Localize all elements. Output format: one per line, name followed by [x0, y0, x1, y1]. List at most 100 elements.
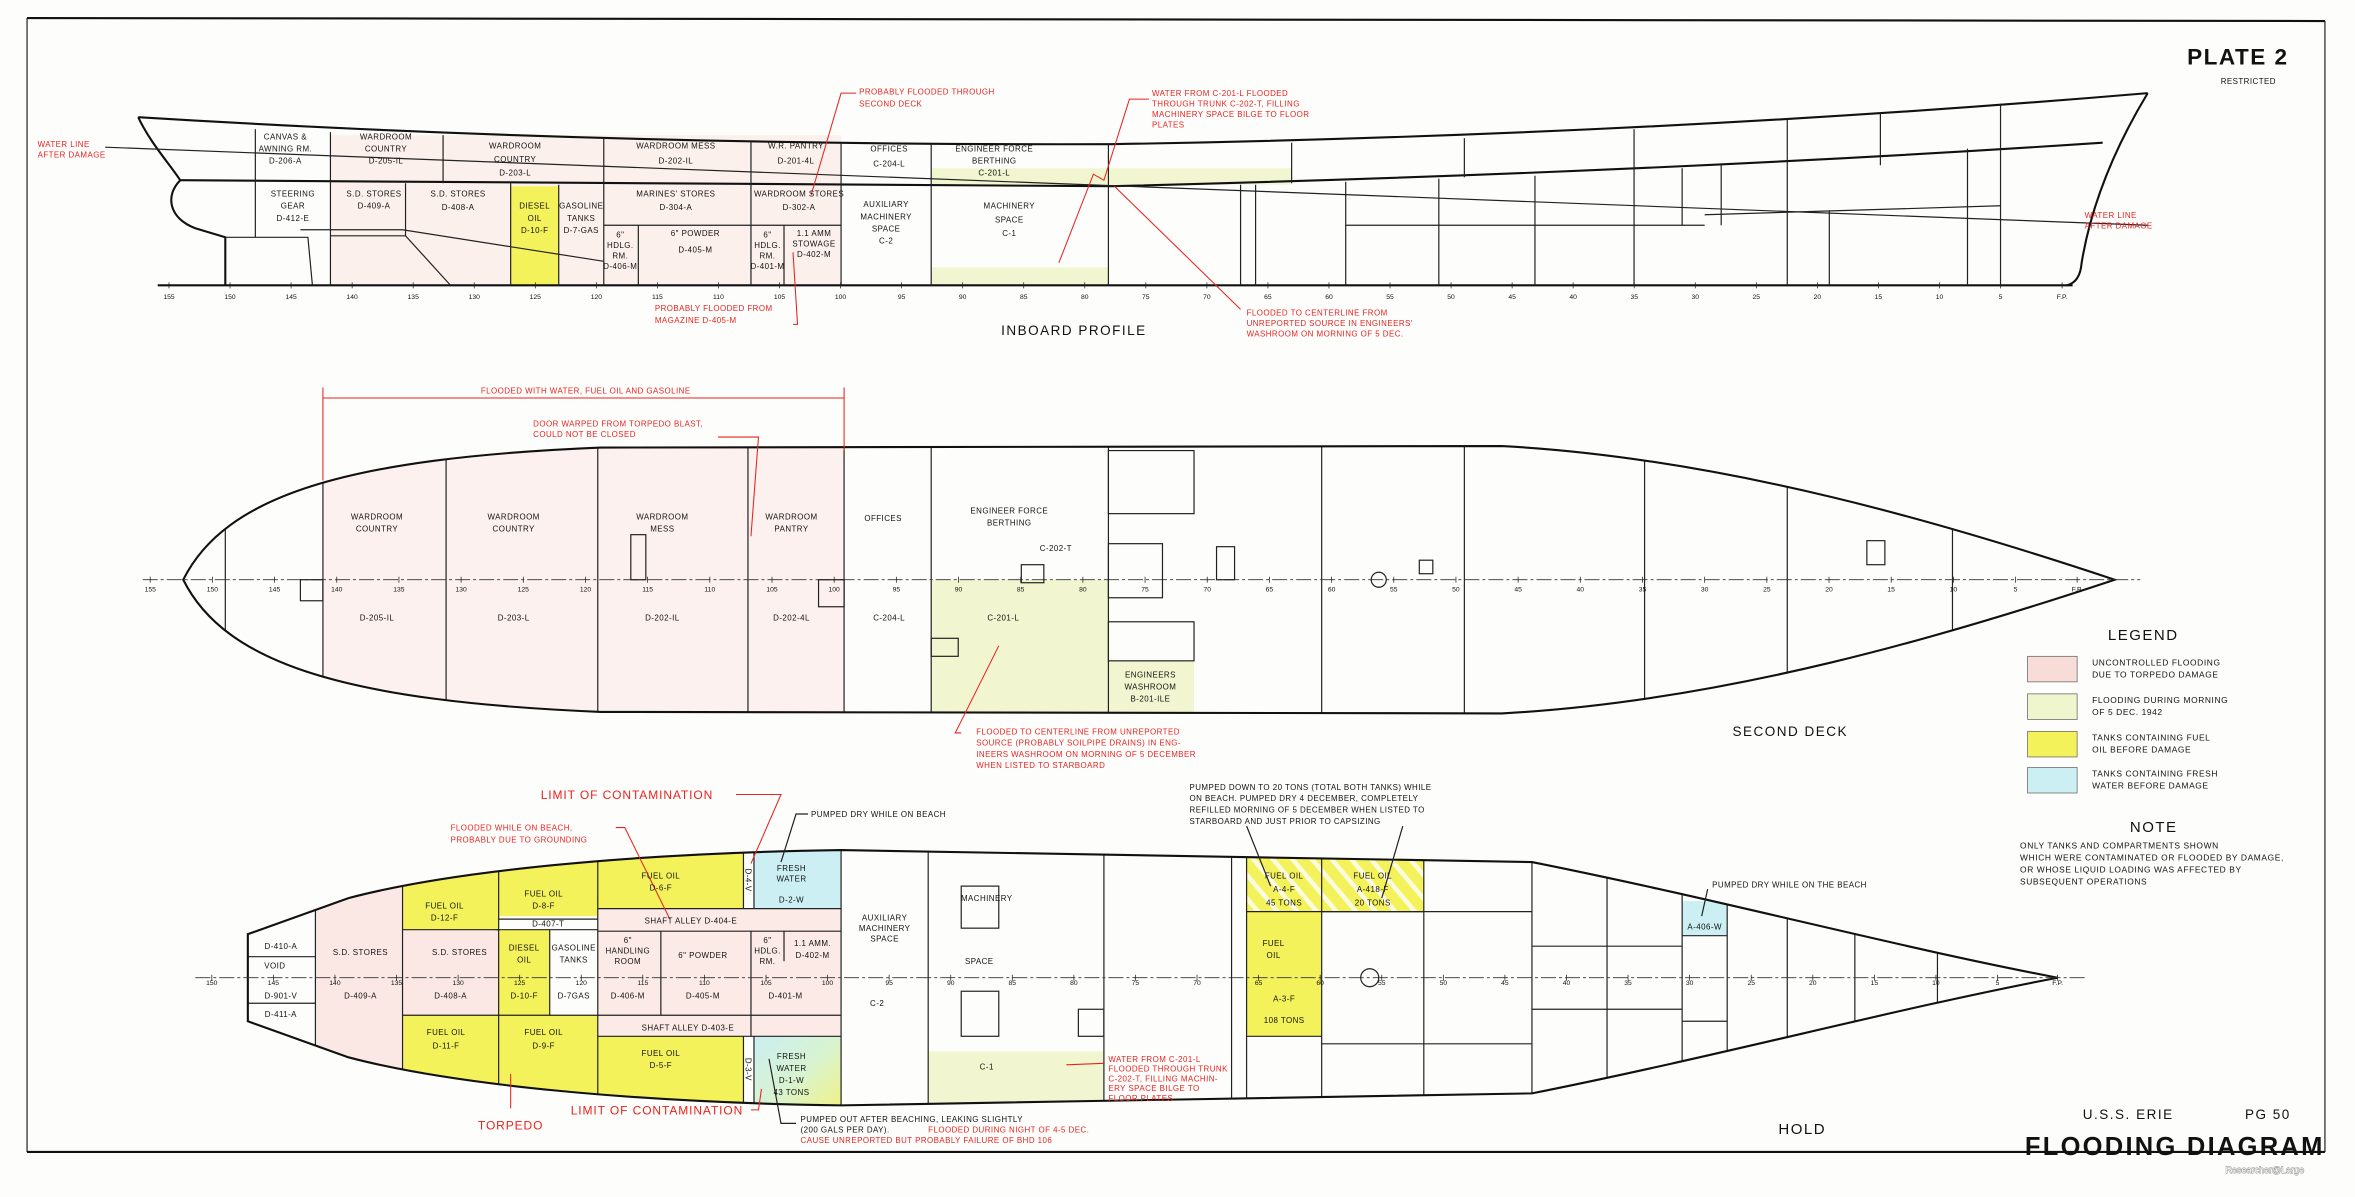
profile-frame-label: 80 — [1081, 294, 1089, 301]
deck-frame-label: F.P. — [2072, 587, 2083, 594]
rooms-aux-label: C-2 — [879, 236, 893, 245]
profile-frame-label: 75 — [1142, 294, 1150, 301]
rooms-a4f-label: A-4-F — [1273, 885, 1295, 894]
notes-centerline-label: FLOODED TO CENTERLINE FROM UNREPORTED — [976, 727, 1180, 736]
hold-machinery-foundations — [960, 885, 1380, 1037]
second-deck-title-label: SECOND DECK — [1732, 724, 1848, 739]
rooms-steering-label: STEERING — [271, 190, 315, 199]
rooms-shaft-403-label: SHAFT ALLEY D-403-E — [642, 1023, 735, 1032]
rooms-wr-mess-id-label: D-202-IL — [645, 613, 680, 622]
rooms-eng-berthing-label: C-201-L — [978, 169, 1010, 178]
rooms-offices-label: C-204-L — [873, 160, 905, 169]
deck-washroom-fill — [1108, 660, 1195, 714]
rooms-sd-stores-2-id-label: D-408-A — [434, 992, 467, 1001]
hold-sd-stores-fill — [315, 850, 403, 1106]
hold-fuel-d5f — [597, 1036, 744, 1106]
notes-night-flood-label: FLOODED DURING NIGHT OF 4-5 DEC. — [928, 1125, 1089, 1134]
deck-frame-label: 120 — [580, 587, 592, 594]
profile-waterline-right-label: AFTER DAMAGE — [2085, 221, 2153, 230]
deck-frame-label: 10 — [1950, 587, 1958, 594]
rooms-gasoline-label: TANKS — [567, 214, 595, 223]
hold-frame-label: 125 — [514, 980, 526, 987]
profile-leaders — [792, 92, 1241, 325]
profile-second-deck-line — [180, 141, 2103, 188]
hold-frame-label: 130 — [452, 980, 464, 987]
notes-limit-bottom-label: LIMIT OF CONTAMINATION — [571, 1103, 744, 1117]
notes-pumped-down-label: PUMPED DOWN TO 20 TONS (TOTAL BOTH TANKS… — [1190, 783, 1432, 792]
rooms-fw-2-label: D-2-W — [779, 896, 804, 905]
rooms-trunk-label: C-202-T — [1040, 544, 1072, 553]
notes-trunk-label: ERY SPACE BILGE TO — [1108, 1084, 1199, 1093]
rooms-a3f-label: OIL — [1267, 951, 1281, 960]
header-plate-label: PLATE 2 — [2187, 45, 2288, 70]
notes-torpedo-label: TORPEDO — [478, 1118, 543, 1132]
title-block-hull-label: PG 50 — [2245, 1107, 2291, 1122]
deck-frame-label: 130 — [455, 587, 467, 594]
profile-waterline-right-label: WATER LINE — [2085, 211, 2137, 220]
deck-frame-label: 60 — [1328, 587, 1336, 594]
hold-frame-label: 65 — [1255, 980, 1263, 987]
note-lines-label: OR WHOSE LIQUID LOADING WAS AFFECTED BY — [2020, 865, 2242, 875]
rooms-sd-stores-1-id-label: D-409-A — [344, 992, 377, 1001]
profile-frame-label: 50 — [1447, 294, 1455, 301]
notes-centerline-label: UNREPORTED SOURCE IN ENGINEERS' — [1247, 319, 1413, 328]
hold-magazine-zone-fill — [597, 908, 842, 1037]
hold-sd-stores-2-fill — [402, 929, 499, 1016]
rooms-wr-country-2-label: D-203-L — [499, 169, 531, 178]
rooms-fw-1-label: 43 TONS — [774, 1088, 810, 1097]
rooms-amm-label: D-402-M — [796, 951, 830, 960]
deck-frame-label: 115 — [642, 587, 653, 594]
rooms-wr-pantry-label: D-201-4L — [778, 157, 815, 166]
hold-frame-label: 85 — [1009, 980, 1017, 987]
profile-frame-label: 95 — [898, 294, 906, 301]
rooms-aux-label: MACHINERY — [859, 924, 911, 933]
rooms-fo-11-label: D-11-F — [433, 1041, 460, 1050]
rooms-offices-label: OFFICES — [870, 145, 908, 154]
profile-waterline-left-label: AFTER DAMAGE — [38, 151, 106, 160]
rooms-hdlg-1-label: HANDLING — [605, 947, 650, 956]
deck-frame-label: 105 — [766, 587, 778, 594]
rooms-powder-id-label: D-405-M — [686, 992, 720, 1001]
rooms-machinery-label: MACHINERY — [961, 894, 1013, 903]
hold-frame-label: 150 — [206, 980, 218, 987]
rooms-machinery-label: SPACE — [995, 215, 1024, 224]
legend-swatch-torpedo-flooding — [2027, 655, 2078, 683]
rooms-gasoline-label: GASOLINE — [559, 202, 603, 211]
deck-frame-label: 100 — [829, 587, 841, 594]
note-title-label: NOTE — [2130, 819, 2178, 836]
notes-pumped-down-label: REFILLED MORNING OF 5 DECEMBER WHEN LIST… — [1190, 806, 1425, 815]
deck-c201l-fill — [931, 579, 1109, 714]
rooms-wr-country-2-label: COUNTRY — [493, 525, 536, 534]
rooms-fo-11-label: FUEL OIL — [427, 1028, 466, 1037]
notes-door-label: DOOR WARPED FROM TORPEDO BLAST, — [533, 420, 703, 429]
notes-trunk-label: MACHINERY SPACE BILGE TO FLOOR — [1152, 110, 1309, 119]
profile-frame-label: 105 — [774, 294, 786, 301]
profile-frame-label: 135 — [408, 294, 420, 301]
profile-diesel-tank-fill — [510, 186, 559, 286]
hold-frame-label: 90 — [947, 980, 955, 987]
notes-magazine-label: MAGAZINE D-405-M — [655, 316, 737, 325]
profile-waterline-after-damage — [105, 146, 2148, 226]
profile-frame-label: 60 — [1325, 294, 1333, 301]
deck-frame-label: 25 — [1763, 587, 1771, 594]
rooms-amm-label: 1.1 AMM — [797, 229, 831, 238]
items-lines-label: OF 5 DEC. 1942 — [2092, 707, 2163, 717]
notes-centerline-label: SOURCE (PROBABLY SOILPIPE DRAINS) IN ENG… — [976, 739, 1181, 748]
rooms-fo-9-label: FUEL OIL — [524, 1028, 563, 1037]
rooms-d411-label: D-411-A — [265, 1010, 297, 1019]
rooms-hdlg-2-label: HDLG. — [754, 947, 781, 956]
rooms-a3f-label: FUEL — [1263, 939, 1285, 948]
title-block-watermark-label: Researcher@Large — [2226, 1165, 2305, 1175]
rooms-diesel-label: D-10-F — [521, 226, 548, 235]
rooms-sd-stores-1-label: S.D. STORES — [346, 190, 401, 199]
deck-frame-label: 65 — [1266, 587, 1274, 594]
deck-frame-label: 90 — [955, 587, 963, 594]
rooms-gasoline-label: TANKS — [560, 956, 588, 965]
items-lines-label: TANKS CONTAINING FRESH — [2092, 768, 2218, 778]
profile-sheer-line — [138, 92, 2148, 146]
profile-rudder — [225, 236, 314, 286]
rooms-steering-label: D-412-E — [277, 214, 310, 223]
profile-frame-label: 150 — [224, 294, 236, 301]
hold-fresh-water-a406w — [1682, 901, 1728, 936]
hold-plan — [195, 793, 2088, 1125]
